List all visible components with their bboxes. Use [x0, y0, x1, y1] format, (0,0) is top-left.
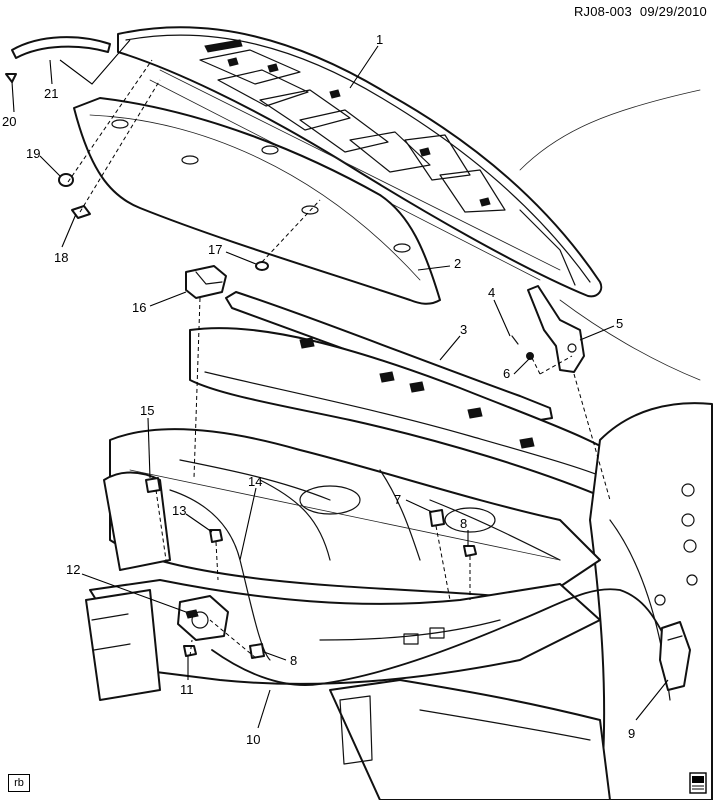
cowl-seal	[225, 291, 553, 421]
callout-2: 2	[454, 256, 461, 271]
hood-latch	[177, 595, 229, 641]
bolt-13	[209, 529, 223, 543]
callout-13: 13	[172, 503, 186, 518]
fender-outline	[519, 89, 701, 171]
hood-release-cable	[211, 588, 673, 686]
clip-15	[145, 477, 161, 493]
callout-7: 7	[394, 492, 401, 507]
prop-rod-clip	[185, 265, 227, 299]
engine-compartment	[109, 428, 601, 601]
leader-lines	[11, 39, 669, 729]
callout-9: 9	[628, 726, 635, 741]
callout-4: 4	[488, 285, 495, 300]
fender-edge	[559, 299, 701, 381]
nut-8-upper	[463, 545, 477, 557]
hood-front-seal	[11, 36, 111, 59]
bolt-11	[183, 645, 197, 657]
plug-17	[255, 261, 269, 271]
radiator-support	[89, 579, 601, 691]
diagram-header: RJ08-003 09/29/2010	[574, 4, 707, 19]
hood-bumper-7	[429, 509, 445, 527]
hinge-bolt-6	[526, 352, 534, 360]
hood-release-handle	[659, 621, 691, 691]
left-front-structure	[85, 471, 171, 701]
callout-14: 14	[248, 474, 262, 489]
revision-tag: rb	[8, 774, 30, 792]
callout-8-upper: 8	[460, 516, 467, 531]
hood-insulator	[73, 97, 441, 305]
callout-15: 15	[140, 403, 154, 418]
callout-5: 5	[616, 316, 623, 331]
bumper-19	[58, 173, 74, 187]
callout-1: 1	[376, 32, 383, 47]
diagram-date: 09/29/2010	[639, 4, 707, 19]
hinge-pin-4	[511, 335, 519, 345]
callout-8-lower: 8	[290, 653, 297, 668]
callout-16: 16	[132, 300, 146, 315]
callout-17: 17	[208, 242, 222, 257]
callout-20: 20	[2, 114, 16, 129]
hood-hinge	[527, 285, 585, 373]
callout-19: 19	[26, 146, 40, 161]
manual-book-icon	[689, 772, 707, 794]
callout-labels: 1 2 3 4 5 6 7 8 8 9 10 11 12 13 14 15 16…	[2, 32, 635, 747]
right-body-structure	[589, 402, 713, 800]
callout-12: 12	[66, 562, 80, 577]
nut-8-lower	[249, 643, 265, 659]
callout-21: 21	[44, 86, 58, 101]
callout-3: 3	[460, 322, 467, 337]
hood-panel	[117, 26, 603, 298]
callout-6: 6	[503, 366, 510, 381]
front-lower-frame	[329, 679, 611, 800]
push-retainer-20	[5, 73, 17, 83]
callout-18: 18	[54, 250, 68, 265]
callout-11: 11	[180, 682, 194, 697]
diagram-code: RJ08-003	[573, 4, 632, 19]
callout-10: 10	[246, 732, 260, 747]
